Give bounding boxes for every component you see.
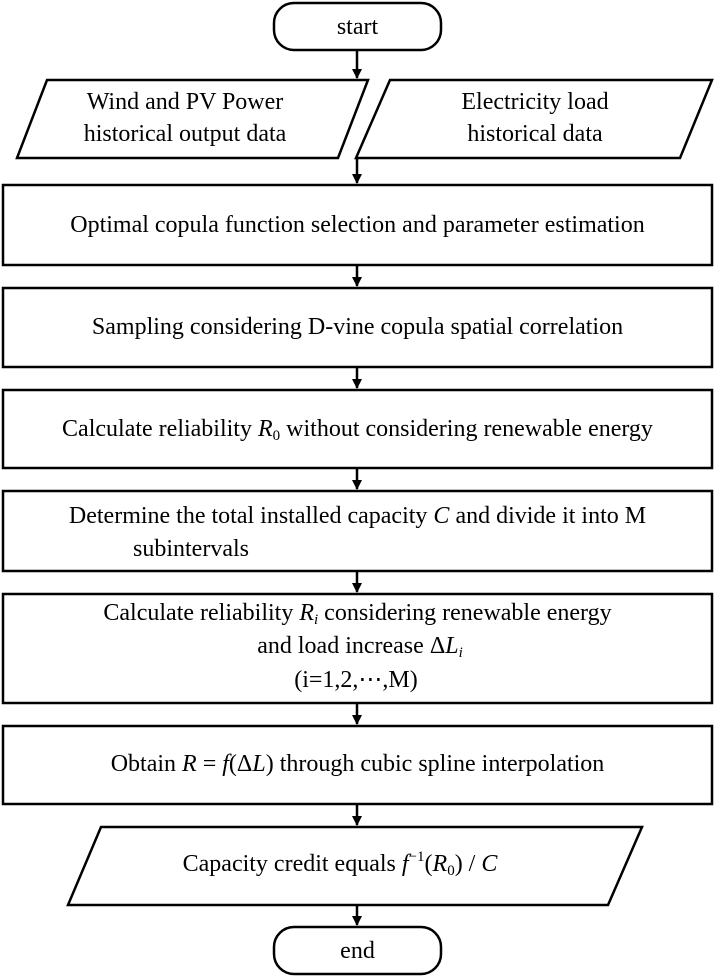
obtain-eq: = <box>197 751 223 777</box>
calc-ri-label-line3: (i=1,2,⋯,M) <box>294 667 418 693</box>
calc-r0-text-before: Calculate reliability <box>62 416 258 442</box>
obtain-text-after: through cubic spline interpolation <box>274 751 605 777</box>
obtain-open: ( <box>229 751 237 777</box>
determine-label-line1: Determine the total installed capacity C… <box>69 503 646 529</box>
load-input-node: Electricity load historical data <box>354 78 714 160</box>
determine-var: C <box>433 503 450 529</box>
capacity-c: C <box>481 851 498 877</box>
calc-ri-var-sub: i <box>314 612 318 628</box>
calc-ri-text-after: considering renewable energy <box>318 600 611 626</box>
capacity-r-sub: 0 <box>447 863 455 879</box>
calc-ri-label-line1: Calculate reliability Ri considering ren… <box>103 600 611 628</box>
copula-label: Optimal copula function selection and pa… <box>70 212 644 238</box>
calc-r0-text-after: without considering renewable energy <box>280 416 653 442</box>
capacity-sup: −1 <box>409 849 425 865</box>
calc-r0-var: R <box>257 416 273 442</box>
calc-ri-delta: Δ <box>430 633 445 659</box>
determine-label-line2: subintervals <box>133 536 249 562</box>
calc-ri-var: R <box>298 600 314 626</box>
capacity-f: f <box>402 851 412 877</box>
sampling-node: Sampling considering D-vine copula spati… <box>1 286 714 369</box>
capacity-credit-node: Capacity credit equals f−1(R0) / C <box>66 825 644 907</box>
start-label: start <box>337 14 379 40</box>
obtain-f: f <box>222 751 232 777</box>
obtain-text-before: Obtain <box>111 751 182 777</box>
copula-node: Optimal copula function selection and pa… <box>1 183 714 267</box>
calc-ri-node: Calculate reliability Ri considering ren… <box>1 592 714 705</box>
wind-pv-input-node: Wind and PV Power historical output data <box>15 78 370 160</box>
load-label-line1: Electricity load <box>461 89 608 115</box>
capacity-open: ( <box>425 851 433 877</box>
determine-text-before: Determine the total installed capacity <box>69 503 434 529</box>
obtain-label: Obtain R = f(ΔL) through cubic spline in… <box>111 751 605 777</box>
calc-ri-label-line2: and load increase ΔLi <box>257 633 463 661</box>
obtain-node: Obtain R = f(ΔL) through cubic spline in… <box>1 724 714 806</box>
wind-pv-label-line2: historical output data <box>84 121 287 147</box>
capacity-r: R <box>432 851 448 877</box>
calc-ri-line2-sub: i <box>459 645 463 661</box>
calc-ri-line2-before: and load increase <box>257 633 430 659</box>
wind-pv-label-line1: Wind and PV Power <box>87 89 284 115</box>
calc-ri-line2-var: L <box>444 633 458 659</box>
start-node: start <box>272 1 443 52</box>
obtain-l: L <box>251 751 265 777</box>
calc-r0-label: Calculate reliability R0 without conside… <box>62 416 653 444</box>
capacity-text-before: Capacity credit equals <box>183 851 402 877</box>
obtain-delta: Δ <box>237 751 252 777</box>
end-label: end <box>340 938 375 964</box>
determine-node: Determine the total installed capacity C… <box>1 489 714 573</box>
calc-r0-node: Calculate reliability R0 without conside… <box>1 388 714 470</box>
load-label-line2: historical data <box>467 121 603 147</box>
end-node: end <box>272 925 443 976</box>
obtain-r: R <box>181 751 197 777</box>
sampling-label: Sampling considering D-vine copula spati… <box>92 314 623 340</box>
calc-r0-var-sub: 0 <box>273 428 281 444</box>
obtain-close: ) <box>266 751 274 777</box>
calc-ri-text-before: Calculate reliability <box>103 600 299 626</box>
capacity-credit-label: Capacity credit equals f−1(R0) / C <box>183 849 499 879</box>
determine-text-after: and divide it into M <box>449 503 646 529</box>
capacity-close: ) / <box>455 851 482 877</box>
